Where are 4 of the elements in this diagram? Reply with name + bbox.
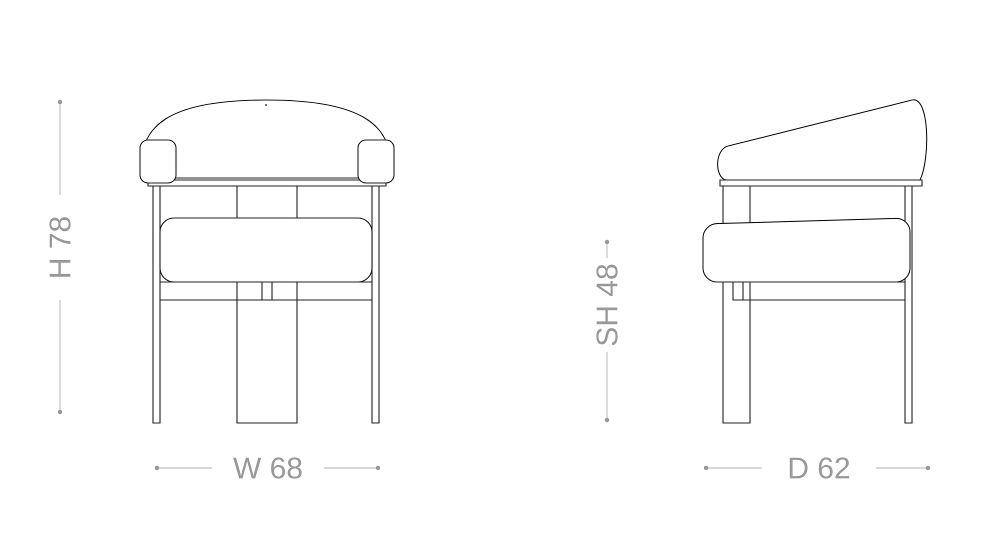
dimension-label: D 62 [790, 457, 850, 479]
dimension-label: W 68 [233, 457, 302, 479]
dimension-label: H 78 [49, 217, 71, 277]
dimension-label: SH 48 [596, 264, 618, 346]
